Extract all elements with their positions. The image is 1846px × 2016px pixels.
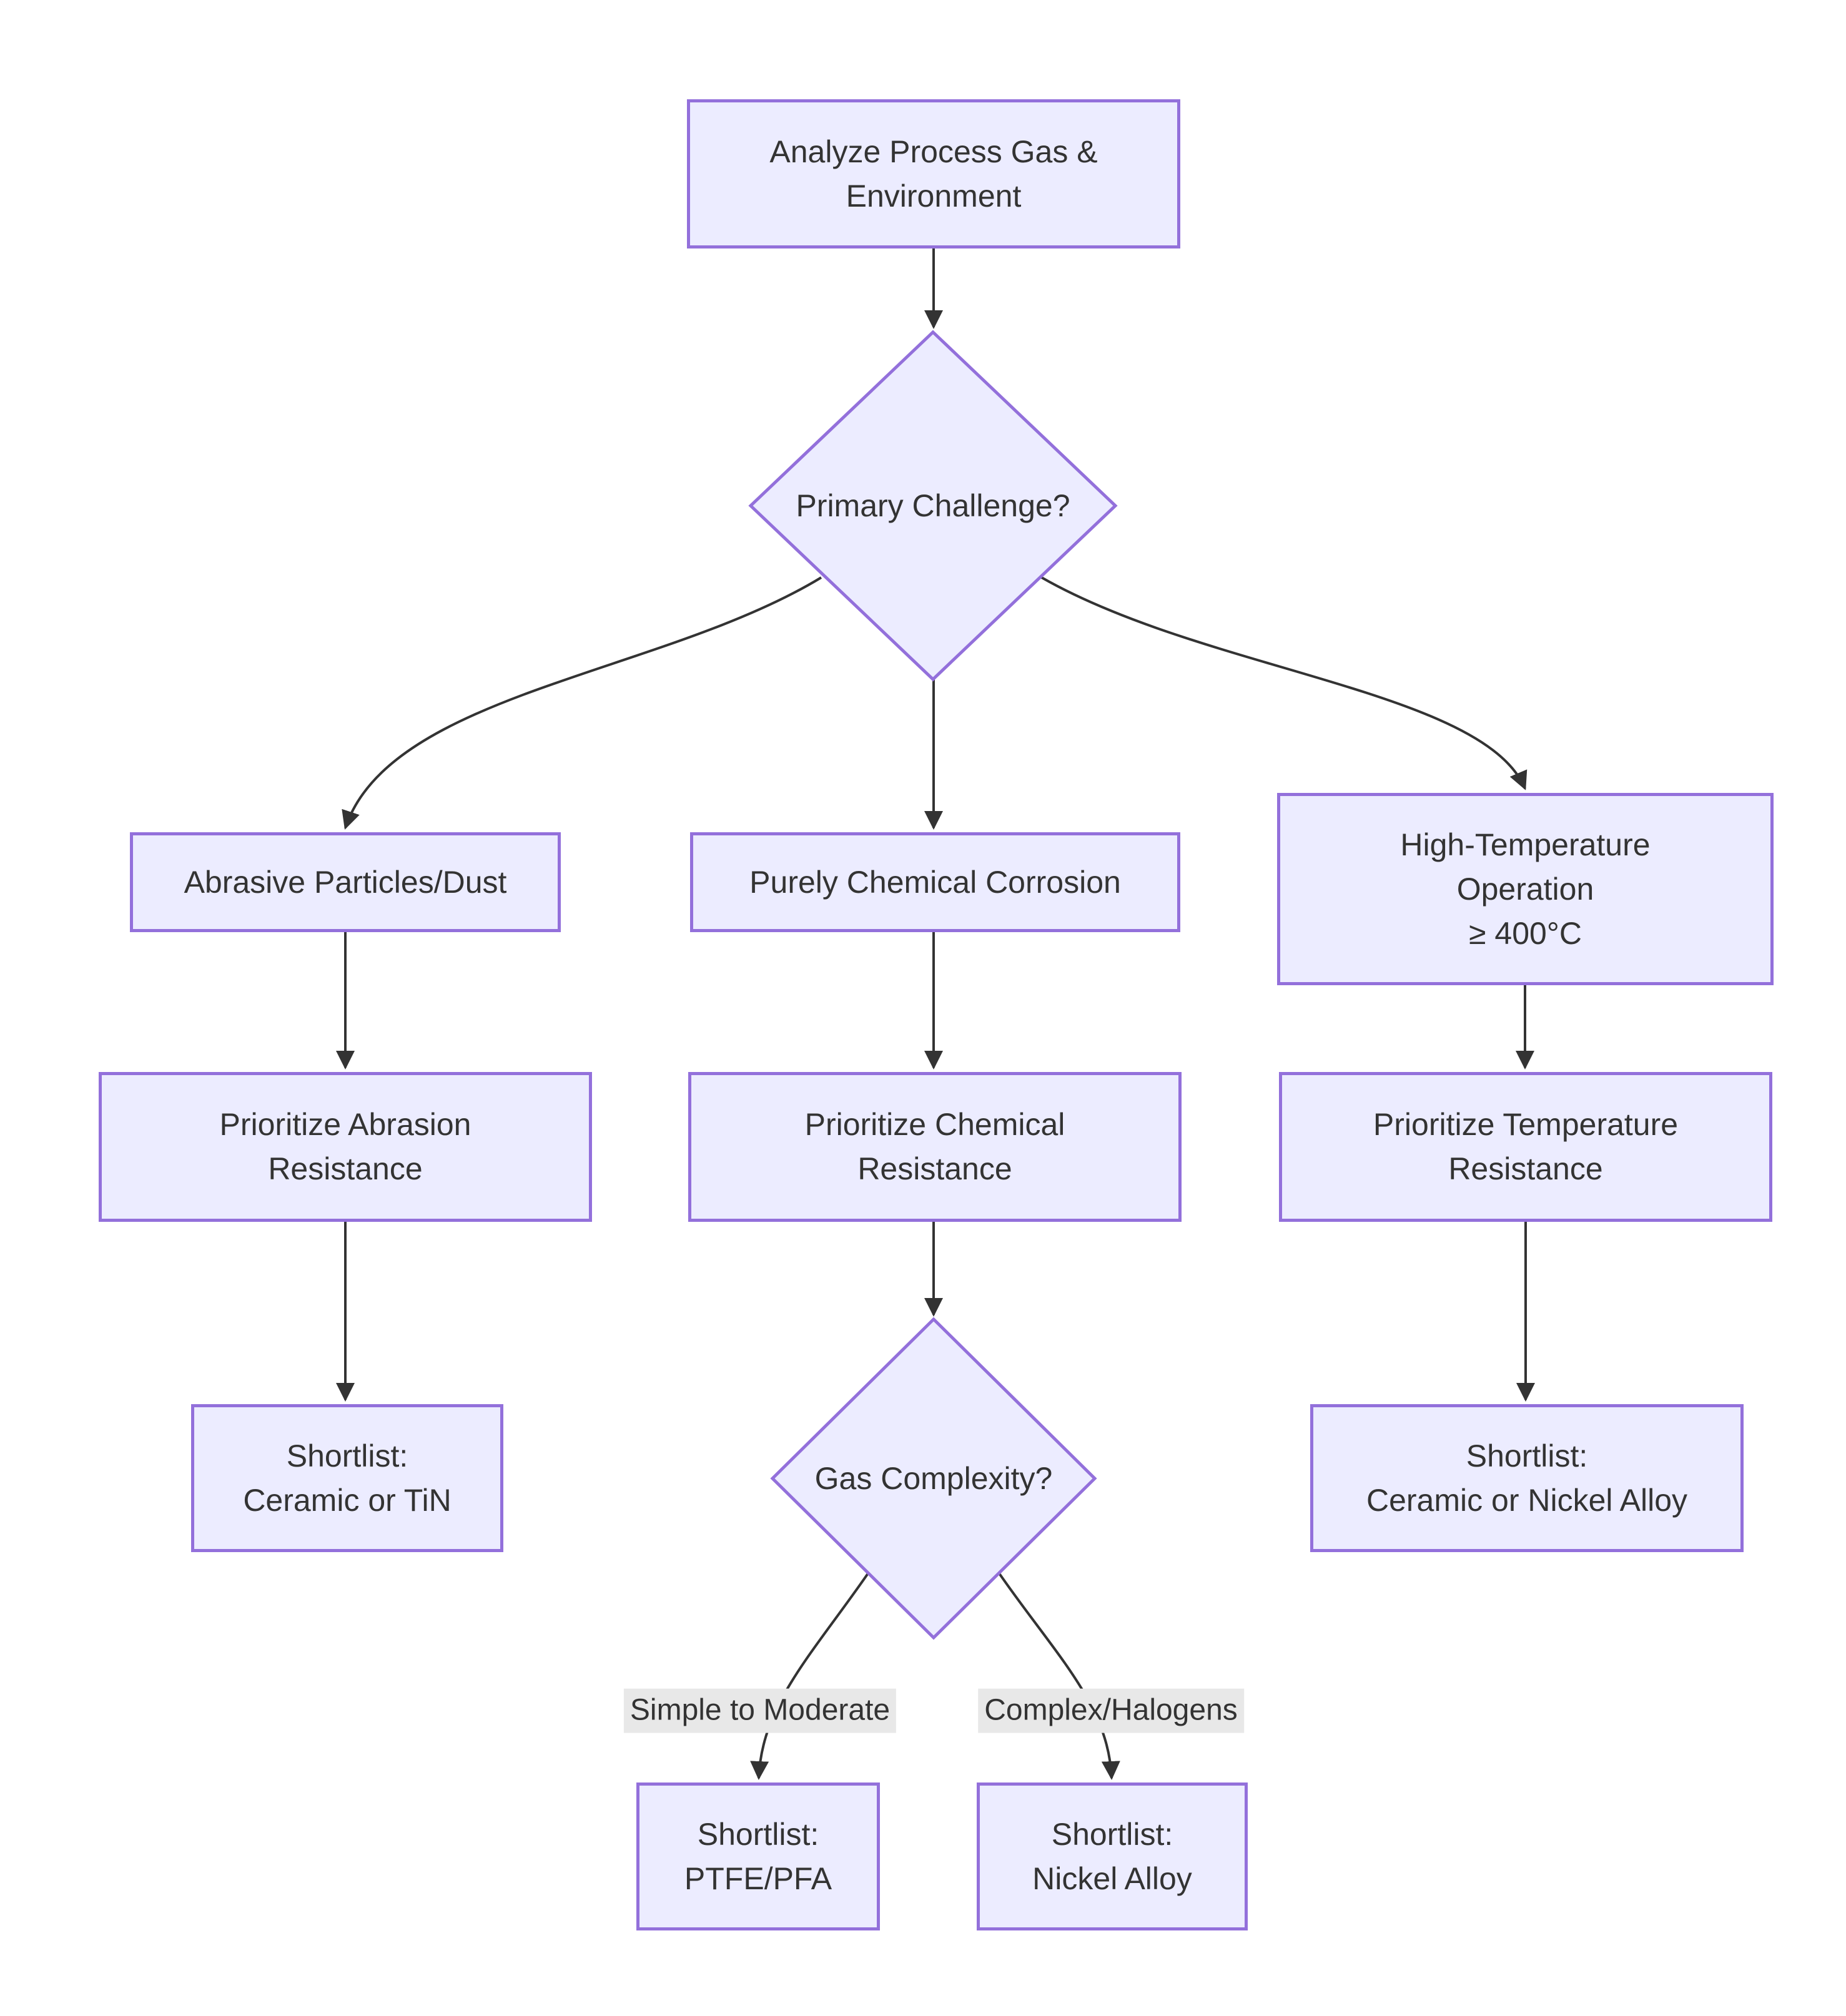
edge-gas-complexity-to-shortlist-nickel [998, 1572, 1120, 1780]
node-abrasive-particles-dust: Abrasive Particles/Dust [130, 832, 561, 932]
node-prioritize-chemical-resistance: Prioritize Chemical Resistance [688, 1072, 1182, 1222]
node-analyze-process-gas: Analyze Process Gas & Environment [687, 99, 1180, 248]
edge-primary-challenge-to-abrasive [342, 576, 822, 830]
decision-gas-complexity-shape [770, 1317, 1097, 1640]
node-shortlist-ptfe-pfa: Shortlist: PTFE/PFA [636, 1782, 880, 1930]
node-prioritize-temperature-resistance: Prioritize Temperature Resistance [1279, 1072, 1772, 1222]
decision-primary-challenge-shape [748, 330, 1118, 682]
edge-label-simple-to-moderate: Simple to Moderate [623, 1688, 897, 1733]
node-prioritize-abrasion-resistance: Prioritize Abrasion Resistance [99, 1072, 592, 1222]
node-high-temperature-operation: High-Temperature Operation ≥ 400°C [1277, 793, 1774, 985]
node-shortlist-nickel-alloy: Shortlist: Nickel Alloy [977, 1782, 1248, 1930]
edge-gas-complexity-to-shortlist-ptfe [750, 1572, 869, 1780]
node-shortlist-ceramic-or-tin: Shortlist: Ceramic or TiN [191, 1404, 503, 1552]
node-shortlist-ceramic-or-nickel-alloy: Shortlist: Ceramic or Nickel Alloy [1310, 1404, 1744, 1552]
node-purely-chemical-corrosion: Purely Chemical Corrosion [690, 832, 1180, 932]
edge-primary-challenge-to-high-temp [1041, 576, 1528, 790]
edge-label-complex-halogens: Complex/Halogens [978, 1688, 1244, 1733]
